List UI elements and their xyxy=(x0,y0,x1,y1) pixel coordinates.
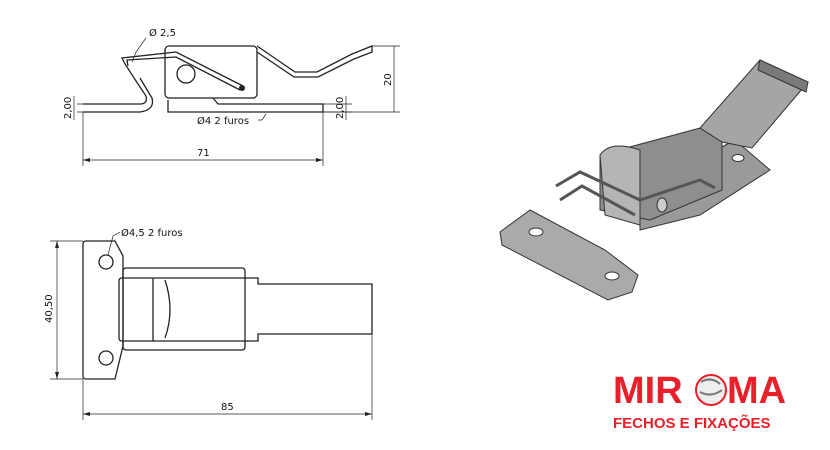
brand-tagline: FECHOS E FIXAÇÕES xyxy=(613,414,771,432)
base-plate-left xyxy=(83,63,148,105)
brand-logo: MIR MA FECHOS E FIXAÇÕES xyxy=(613,370,786,432)
height-label: 20 xyxy=(383,73,394,86)
width-label: 40,50 xyxy=(44,294,55,323)
lever xyxy=(256,45,373,78)
base-plate-3d xyxy=(499,209,639,301)
brand-right: MA xyxy=(727,370,786,412)
side-view: Ø 2,5 Ø4 2 furos 2,00 2,00 20 71 xyxy=(63,27,400,166)
base-plate xyxy=(82,240,124,380)
latch-body xyxy=(164,45,258,99)
top-view: Ø4,5 2 furos 40,50 85 xyxy=(44,227,373,420)
base-plate-right xyxy=(167,97,324,113)
pivot-circle xyxy=(176,64,196,84)
thickness-right-label: 2,00 xyxy=(335,97,346,119)
latch-body xyxy=(122,267,246,351)
isometric-view xyxy=(499,59,809,301)
mounting-hole-bottom xyxy=(98,350,114,366)
top-hole-note: Ø4,5 2 furos xyxy=(121,227,183,239)
brand-left: MIR xyxy=(613,370,683,412)
wire-diameter-label: Ø 2,5 xyxy=(149,27,176,39)
lever-3d xyxy=(699,59,809,149)
side-hole-note: Ø4 2 furos xyxy=(197,115,249,127)
thickness-left-label: 2,00 xyxy=(63,97,74,119)
wire-loop xyxy=(121,51,244,87)
side-length-label: 71 xyxy=(197,148,210,159)
top-length-label: 85 xyxy=(221,402,234,413)
lever-tongue xyxy=(118,277,373,342)
mounting-hole-top xyxy=(98,254,114,270)
